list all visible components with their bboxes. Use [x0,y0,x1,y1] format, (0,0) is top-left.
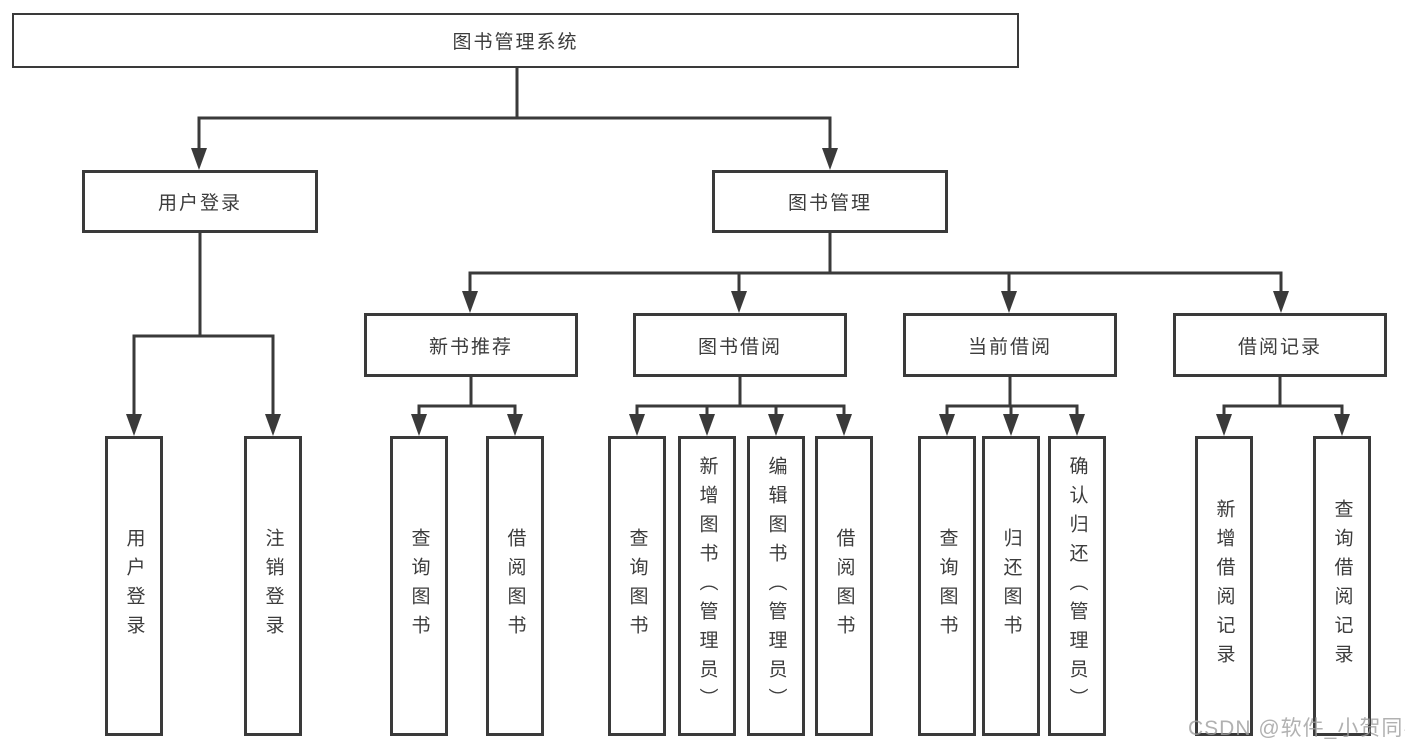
leaf-box-return-books: 归还图书 [982,436,1040,736]
leaf-label-return-books: 归还图书 [1000,528,1022,644]
arrowhead-down-icon [126,414,142,436]
node-label-user-login: 用户登录 [157,193,242,214]
arrowhead-down-icon [1001,291,1017,313]
connector-new-book-recommend [411,377,523,436]
leaf-label-borrow-books: 借阅图书 [833,528,855,644]
leaf-box-current-query-books: 查询图书 [918,436,976,736]
leaf-label-confirm-return-admin: 确认归还（管理员） [1066,455,1088,717]
node-label-current-borrow: 当前借阅 [967,336,1052,358]
leaf-box-add-books-admin: 新增图书（管理员） [678,436,736,736]
connector-user-login [126,233,281,436]
connector-current-borrow [939,377,1085,436]
node-box-book-borrow: 图书借阅 [633,313,847,377]
node-box-current-borrow: 当前借阅 [903,313,1117,377]
arrowhead-down-icon [731,291,747,313]
leaf-label-add-borrow-record: 新增借阅记录 [1213,499,1235,673]
arrowhead-down-icon [1273,291,1289,313]
node-box-library-management-system: 图书管理系统 [12,13,1019,68]
node-box-book-management: 图书管理 [712,170,948,233]
connector-borrow-records [1216,377,1350,436]
arrowhead-down-icon [939,414,955,436]
arrowhead-down-icon [629,414,645,436]
connector-book-management [462,233,1289,313]
node-label-book-borrow: 图书借阅 [697,336,782,358]
arrowhead-down-icon [822,148,838,170]
csdn-watermark: CSDN @软件_小贺同学 [1188,717,1405,740]
node-label-new-book-recommend: 新书推荐 [428,336,513,358]
arrowhead-down-icon [1216,414,1232,436]
node-box-borrow-records: 借阅记录 [1173,313,1387,377]
arrowhead-down-icon [411,414,427,436]
leaf-box-recommend-borrow-books: 借阅图书 [486,436,544,736]
node-label-borrow-records: 借阅记录 [1237,336,1322,358]
leaf-box-logout: 注销登录 [244,436,302,736]
leaf-box-query-borrow-record: 查询借阅记录 [1313,436,1371,736]
connector-book-borrow [629,377,852,436]
arrowhead-down-icon [462,291,478,313]
leaf-box-recommend-query-books: 查询图书 [390,436,448,736]
leaf-box-borrow-books: 借阅图书 [815,436,873,736]
leaf-label-recommend-query-books: 查询图书 [408,528,430,644]
node-label-library-management-system: 图书管理系统 [452,32,579,53]
leaf-box-edit-books-admin: 编辑图书（管理员） [747,436,805,736]
node-label-book-management: 图书管理 [787,193,872,214]
leaf-box-borrow-query-books: 查询图书 [608,436,666,736]
node-box-user-login: 用户登录 [82,170,318,233]
leaf-box-confirm-return-admin: 确认归还（管理员） [1048,436,1106,736]
leaf-box-user-login: 用户登录 [105,436,163,736]
leaf-label-current-query-books: 查询图书 [936,528,958,644]
leaf-label-query-borrow-record: 查询借阅记录 [1331,499,1353,673]
arrowhead-down-icon [191,148,207,170]
arrowhead-down-icon [699,414,715,436]
node-box-new-book-recommend: 新书推荐 [364,313,578,377]
arrowhead-down-icon [265,414,281,436]
leaf-label-add-books-admin: 新增图书（管理员） [696,455,718,717]
arrowhead-down-icon [507,414,523,436]
leaf-label-logout: 注销登录 [262,528,284,644]
leaf-label-borrow-query-books: 查询图书 [626,528,648,644]
arrowhead-down-icon [1334,414,1350,436]
arrowhead-down-icon [1069,414,1085,436]
arrowhead-down-icon [768,414,784,436]
connector-root [191,68,838,170]
leaf-box-add-borrow-record: 新增借阅记录 [1195,436,1253,736]
leaf-label-recommend-borrow-books: 借阅图书 [504,528,526,644]
leaf-label-user-login: 用户登录 [123,528,145,644]
leaf-label-edit-books-admin: 编辑图书（管理员） [765,455,787,717]
arrowhead-down-icon [836,414,852,436]
arrowhead-down-icon [1003,414,1019,436]
